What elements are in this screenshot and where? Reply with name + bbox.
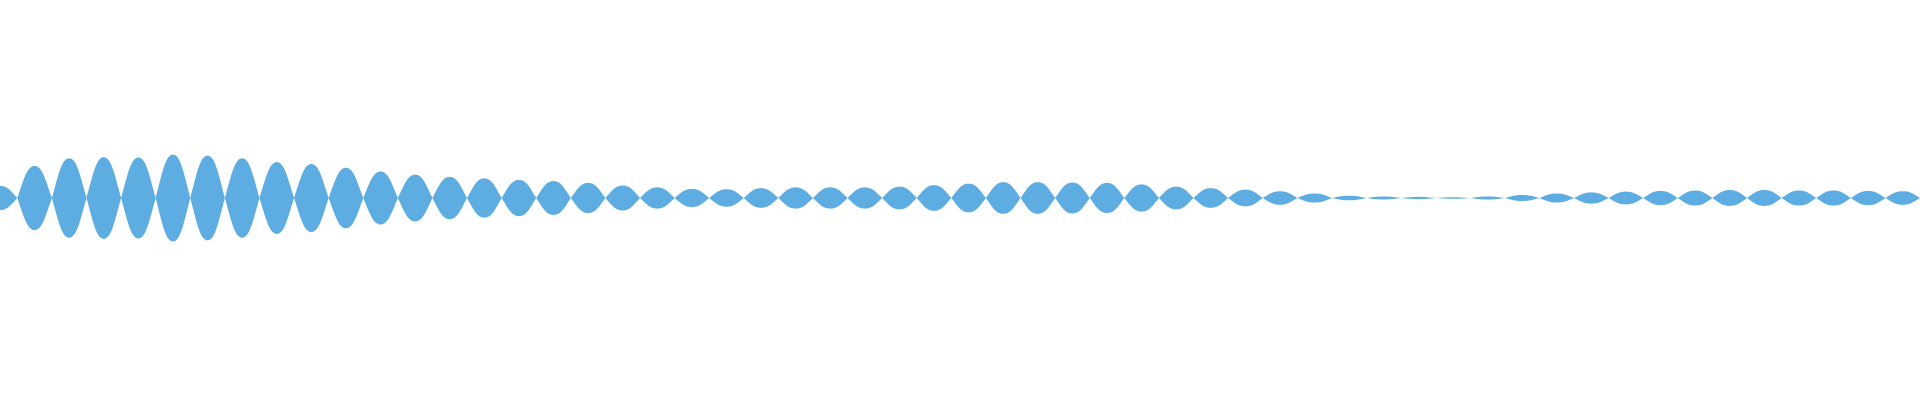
waveform-lobe xyxy=(916,185,952,211)
waveform-lobe xyxy=(51,158,87,238)
waveform-lobe xyxy=(1331,195,1367,201)
waveform-lobe xyxy=(1055,182,1090,214)
waveform-lobe xyxy=(985,182,1021,214)
waveform-lobe xyxy=(155,154,191,242)
waveform-lobe xyxy=(501,179,537,217)
waveform-lobe xyxy=(1470,196,1505,200)
waveform-lobe xyxy=(1228,189,1263,207)
waveform-lobe xyxy=(1401,196,1436,200)
waveform-lobe xyxy=(882,186,917,210)
waveform-lobe xyxy=(847,187,883,209)
waveform-lobe xyxy=(0,185,18,211)
waveform-lobe xyxy=(432,176,468,220)
waveform-lobe xyxy=(1781,190,1817,206)
waveform-lobe xyxy=(1435,197,1471,199)
waveform-lobe xyxy=(1158,186,1194,210)
waveform-lobe xyxy=(190,155,225,241)
waveform-lobe xyxy=(294,163,329,233)
waveform-lobe xyxy=(743,188,779,208)
waveform-lobe xyxy=(363,171,398,225)
waveform-lobe xyxy=(467,178,502,218)
waveform-lobe xyxy=(674,188,710,208)
waveform-lobe xyxy=(1712,190,1748,206)
waveform-lobe xyxy=(1124,184,1159,212)
waveform-lobe xyxy=(536,180,571,216)
waveform-lobe xyxy=(1089,182,1125,214)
waveform-lobe xyxy=(1539,193,1575,203)
waveform-lobe xyxy=(1747,190,1782,206)
waveform-lobe xyxy=(1643,190,1678,206)
waveform-lobe xyxy=(328,167,364,229)
waveform-lobe xyxy=(951,183,986,213)
waveform-lobe xyxy=(605,185,640,211)
waveform-lobe xyxy=(1608,191,1644,205)
waveform-lobe xyxy=(86,157,122,239)
waveform-lobe xyxy=(121,157,156,239)
waveform-lobe xyxy=(1816,190,1851,206)
waveform-lobe xyxy=(709,189,744,207)
waveform-lobe xyxy=(397,174,433,222)
waveform-lobe xyxy=(1262,191,1298,205)
waveform-lobe xyxy=(1504,194,1540,202)
waveform-lobe xyxy=(812,187,848,209)
waveform-lobe xyxy=(1366,196,1402,200)
waveform-lobe xyxy=(1574,192,1609,204)
waveform-lobe xyxy=(1850,190,1886,206)
waveform-lobe xyxy=(259,162,295,234)
waveform-lobe xyxy=(224,158,260,238)
waveform-lobe xyxy=(778,187,813,209)
waveform-lobes xyxy=(0,154,1920,242)
waveform-lobe xyxy=(1677,190,1713,206)
waveform-lobe xyxy=(640,187,675,209)
waveform-lobe xyxy=(570,182,606,214)
waveform-lobe xyxy=(1020,182,1056,214)
waveform-lobe xyxy=(17,165,52,231)
waveform-lobe xyxy=(1885,191,1920,205)
waveform-lobe xyxy=(1193,188,1229,208)
waveform-lobe xyxy=(1297,193,1332,203)
